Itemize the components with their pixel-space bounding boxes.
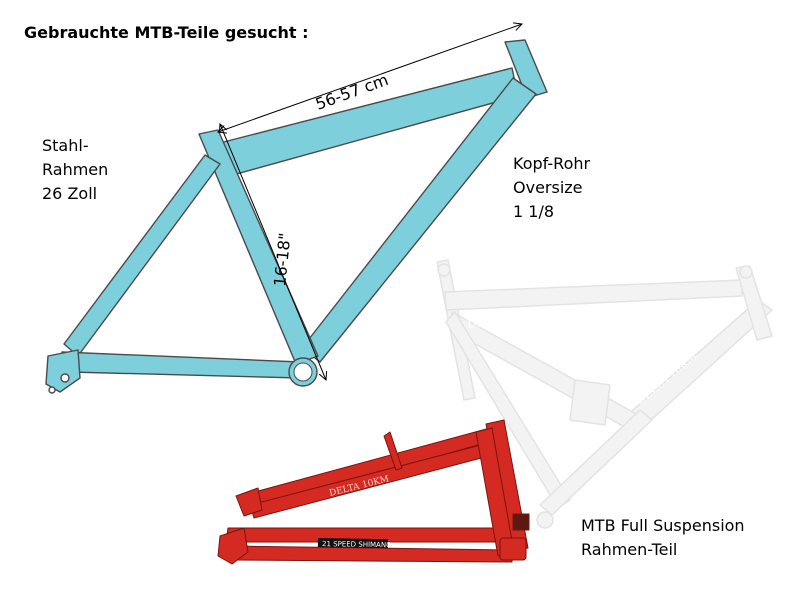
red-frame-decal-strip <box>317 538 388 549</box>
head-tube-label: Kopf-Rohr Oversize 1 1/8 <box>513 152 590 224</box>
seat-tube-dimension-label: 16-18" <box>270 232 295 288</box>
steel-frame-label-line1: Stahl- <box>42 136 89 155</box>
steel-frame-label: Stahl- Rahmen 26 Zoll <box>42 134 108 206</box>
full-suspension-label-line1: MTB Full Suspension <box>581 516 745 535</box>
steel-frame-label-line2: Rahmen <box>42 160 109 179</box>
steel-frame-label-line3: 26 Zoll <box>42 184 98 203</box>
bottom-bracket-icon <box>293 362 313 382</box>
red-frame-part <box>217 419 530 565</box>
head-tube-label-line2: Oversize <box>513 178 583 197</box>
white-frame-decal-top: DELTA 10KM <box>467 310 543 331</box>
white-frame-decal-mid: 800 GS <box>611 317 652 333</box>
full-suspension-label: MTB Full Suspension Rahmen-Teil <box>581 514 745 562</box>
head-tube-label-line1: Kopf-Rohr <box>513 154 591 173</box>
white-suspension-frame: DELTA 10KM 800 GS DELTA 10KM <box>436 259 773 529</box>
head-tube-label-line3: 1 1/8 <box>513 202 555 221</box>
full-suspension-label-line2: Rahmen-Teil <box>581 540 678 559</box>
red-frame-decal-down: 21 SPEED SHIMANO <box>322 540 392 549</box>
